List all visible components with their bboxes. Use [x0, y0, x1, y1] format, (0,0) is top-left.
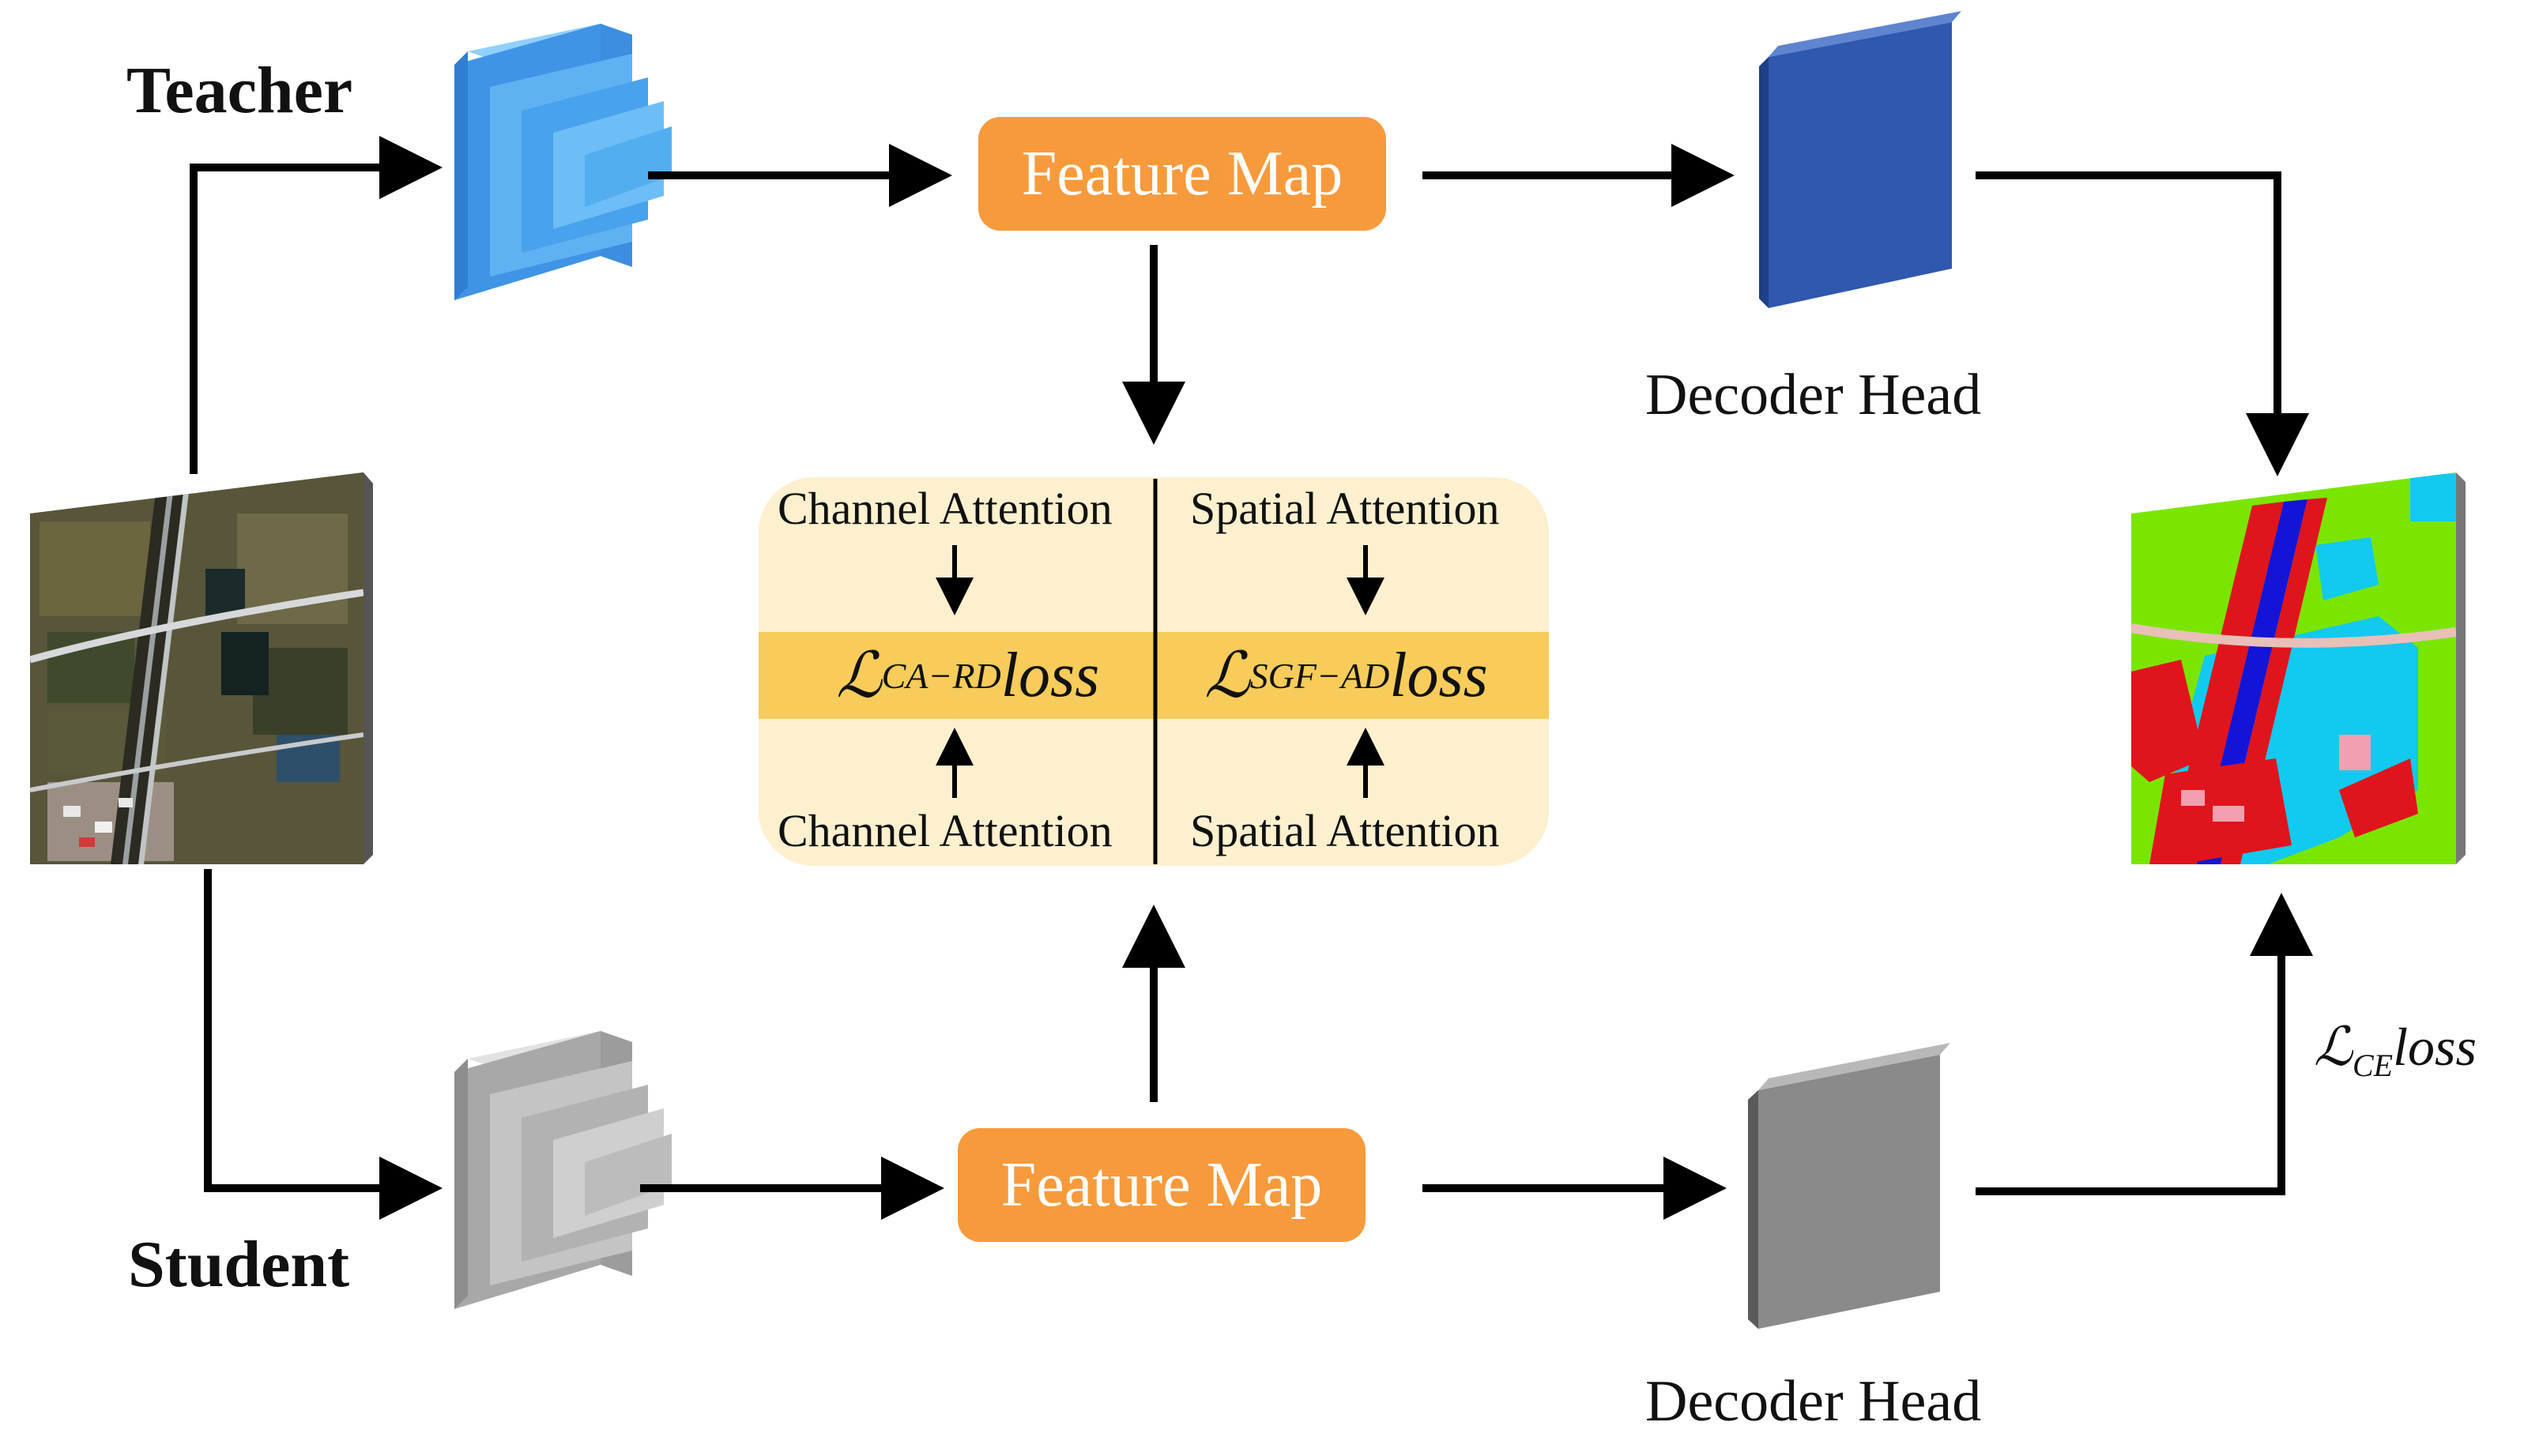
- ca-rd-loss-word: loss: [1000, 640, 1100, 710]
- teacher-label: Teacher: [126, 54, 353, 127]
- segmentation-output: [2131, 472, 2466, 864]
- spatial-attention-teacher: Spatial Attention: [1190, 483, 1500, 534]
- student-label: Student: [128, 1228, 350, 1301]
- arrow-student-decoder-to-output: [1976, 893, 2313, 1195]
- ca-rd-loss-subscript: CA−RD: [881, 655, 1001, 696]
- ce-loss-symbol: ℒ: [2314, 1017, 2353, 1077]
- sgf-ad-loss-subscript: SGF−AD: [1249, 655, 1390, 696]
- input-image: [30, 472, 373, 864]
- spatial-attention-student: Spatial Attention: [1190, 805, 1500, 856]
- student-decoder-label: Decoder Head: [1645, 1369, 1982, 1434]
- student-feature-map: Feature Map: [958, 1128, 1366, 1242]
- attention-panel: [759, 477, 1549, 866]
- sgf-ad-loss-word: loss: [1389, 640, 1488, 710]
- teacher-backbone: [454, 24, 672, 300]
- teacher-decoder-label: Decoder Head: [1645, 363, 1982, 427]
- arrow-input-to-student: [204, 869, 443, 1220]
- teacher-feature-map: Feature Map: [978, 117, 1386, 231]
- sgf-ad-loss-symbol: ℒ: [1204, 641, 1250, 711]
- ce-loss-word: loss: [2393, 1017, 2477, 1077]
- arrow-teacher-decoder-to-output: [1976, 171, 2309, 476]
- flow-arrows: [190, 136, 2313, 1220]
- channel-attention-student: Channel Attention: [778, 805, 1113, 856]
- channel-attention-teacher: Channel Attention: [778, 483, 1113, 534]
- arrow-input-to-teacher: [190, 136, 443, 474]
- ca-rd-loss-symbol: ℒ: [836, 641, 882, 711]
- ce-loss-subscript: CE: [2352, 1048, 2394, 1083]
- teacher-decoder-head: [1759, 11, 1961, 308]
- student-decoder-head: [1748, 1043, 1950, 1329]
- student-backbone: [454, 1031, 672, 1309]
- ce-loss: ℒCEloss: [2314, 1016, 2477, 1084]
